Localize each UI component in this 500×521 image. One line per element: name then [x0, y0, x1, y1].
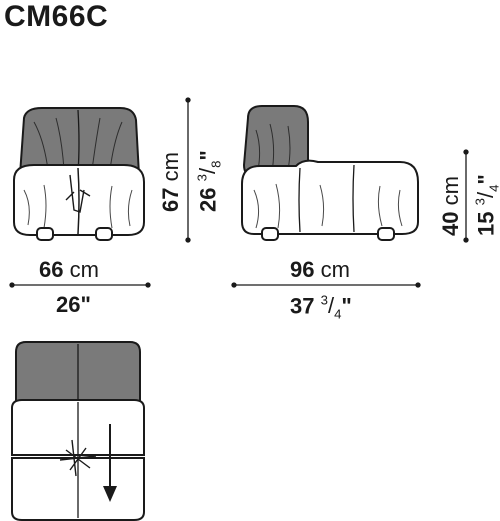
- side-seat-cushion: [241, 159, 419, 235]
- front-foot-left: [36, 227, 54, 241]
- side-depth-metric-value: 96: [290, 257, 315, 282]
- front-height-frac-num: 3: [195, 174, 210, 182]
- seat-height-imperial-symbol: ": [473, 174, 499, 185]
- front-height-dimension-line: [185, 97, 191, 243]
- front-width-metric: 66 cm: [39, 259, 99, 281]
- side-foot-front: [261, 227, 279, 241]
- front-width-metric-unit: cm: [69, 257, 99, 282]
- front-height-imperial-value: 26: [195, 187, 221, 212]
- front-height-imperial-symbol: ": [195, 150, 221, 161]
- front-width-imperial: 26": [56, 294, 91, 316]
- front-width-metric-value: 66: [39, 257, 64, 282]
- side-foot-back: [377, 227, 395, 241]
- model-code-title: CM66C: [4, 0, 109, 33]
- side-depth-frac-den: 4: [334, 306, 342, 322]
- front-height-frac-den: 8: [208, 160, 224, 168]
- seat-height-metric-value: 40: [438, 211, 463, 236]
- top-view: [11, 341, 145, 521]
- side-depth-frac-num: 3: [320, 293, 328, 308]
- side-depth-dimension-line: [231, 282, 421, 288]
- seat-height-dimension-line: [463, 149, 469, 243]
- front-height-metric-unit: cm: [158, 152, 183, 182]
- seat-height-metric: 40 cm: [438, 176, 463, 236]
- seat-height-imperial-value: 15: [473, 211, 499, 236]
- direction-arrow-icon: [103, 486, 117, 502]
- side-depth-imperial-value: 37: [290, 293, 315, 319]
- front-width-dimension-line: [9, 282, 151, 288]
- front-height-imperial: 26 3/8": [195, 150, 224, 212]
- side-depth-metric: 96 cm: [290, 259, 350, 281]
- front-view: [13, 107, 145, 241]
- side-depth-imperial-symbol: ": [341, 293, 352, 319]
- seat-height-frac-num: 3: [473, 198, 488, 206]
- seat-height-imperial: 15 3/4": [473, 174, 500, 236]
- side-depth-imperial: 37 3/4": [290, 293, 352, 322]
- front-width-imperial-symbol: ": [80, 292, 91, 317]
- seat-height-metric-unit: cm: [438, 176, 463, 206]
- front-height-metric-value: 67: [158, 187, 183, 212]
- side-depth-metric-unit: cm: [320, 257, 350, 282]
- front-foot-right: [95, 227, 113, 241]
- front-width-imperial-value: 26: [56, 292, 81, 317]
- front-height-metric: 67 cm: [158, 152, 183, 212]
- seat-height-frac-den: 4: [487, 185, 500, 192]
- side-view: [241, 105, 419, 241]
